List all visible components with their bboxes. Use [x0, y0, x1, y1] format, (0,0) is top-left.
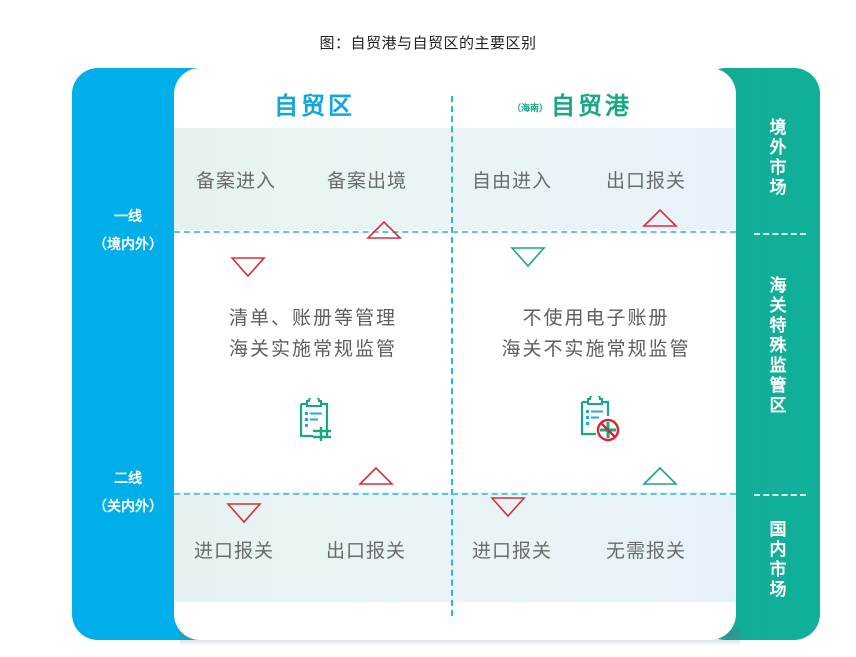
clipboard-prohibited-icon	[580, 396, 620, 442]
ftp-middle-line2: 海关不实施常规监管	[501, 338, 691, 360]
ftp-title: （海南）自贸港	[512, 86, 632, 121]
ftz-middle-line1: 清单、账册等管理	[228, 307, 397, 329]
ftp-top-in: 自由进入	[472, 170, 553, 192]
ftp-prefix: （海南）	[512, 103, 549, 114]
ftp-line1-up-arrow-icon	[642, 208, 678, 266]
zone-overseas-market: 境外市场	[769, 118, 787, 198]
ftp-bottom-export: 无需报关	[606, 540, 687, 562]
overseas-row-band	[174, 128, 736, 230]
zone-customs-special: 海关特殊监管区	[769, 276, 787, 416]
ftp-middle-line1: 不使用电子账册	[522, 307, 670, 329]
ftp-bottom-import: 进口报关	[472, 540, 553, 562]
ftp-title-text: 自贸港	[551, 92, 633, 120]
line1-label: 一线 （境内外）	[78, 206, 178, 254]
ftz-bottom-export: 出口报关	[326, 540, 407, 562]
line1-sub: （境内外）	[93, 237, 163, 253]
comparison-card: 自贸区 （海南）自贸港 备案进入 备案出境 自由进入 出口报关 清单、账册等管理…	[174, 68, 736, 640]
line1-name: 一线	[114, 209, 142, 225]
ftz-top-out: 备案出境	[327, 170, 408, 192]
ftp-line1-down-arrow-icon	[510, 208, 546, 268]
line2-name: 二线	[114, 471, 142, 487]
column-divider	[451, 96, 453, 616]
line2-divider	[174, 493, 736, 495]
line2-sub: （关内外）	[93, 499, 163, 515]
clipboard-list-icon	[299, 398, 331, 441]
ftz-line2-down-arrow-icon	[226, 464, 262, 524]
zone-separator-2	[754, 494, 806, 496]
ftp-line2-down-arrow-icon	[490, 458, 526, 518]
ftz-bottom-import: 进口报关	[194, 540, 275, 562]
ftp-top-out: 出口报关	[606, 170, 687, 192]
domestic-row-band	[174, 492, 736, 602]
zone-separator-1	[754, 233, 806, 235]
ftz-middle-line2: 海关实施常规监管	[228, 338, 397, 360]
zone-domestic-market: 国内市场	[769, 520, 787, 600]
figure-title: 图：自贸港与自贸区的主要区别	[319, 34, 537, 52]
ftz-line1-up-arrow-icon	[366, 220, 402, 278]
ftz-line2-up-arrow-icon	[358, 466, 394, 524]
ftp-middle: 不使用电子账册 海关不实施常规监管	[466, 303, 726, 365]
ftz-title: 自贸区	[274, 92, 355, 120]
line1-divider	[174, 231, 736, 233]
ftz-line1-down-arrow-icon	[230, 218, 266, 278]
ftp-line2-up-arrow-icon	[642, 466, 678, 524]
line2-label: 二线 （关内外）	[78, 468, 178, 516]
ftz-middle: 清单、账册等管理 海关实施常规监管	[188, 303, 438, 365]
ftz-top-in: 备案进入	[196, 170, 277, 192]
